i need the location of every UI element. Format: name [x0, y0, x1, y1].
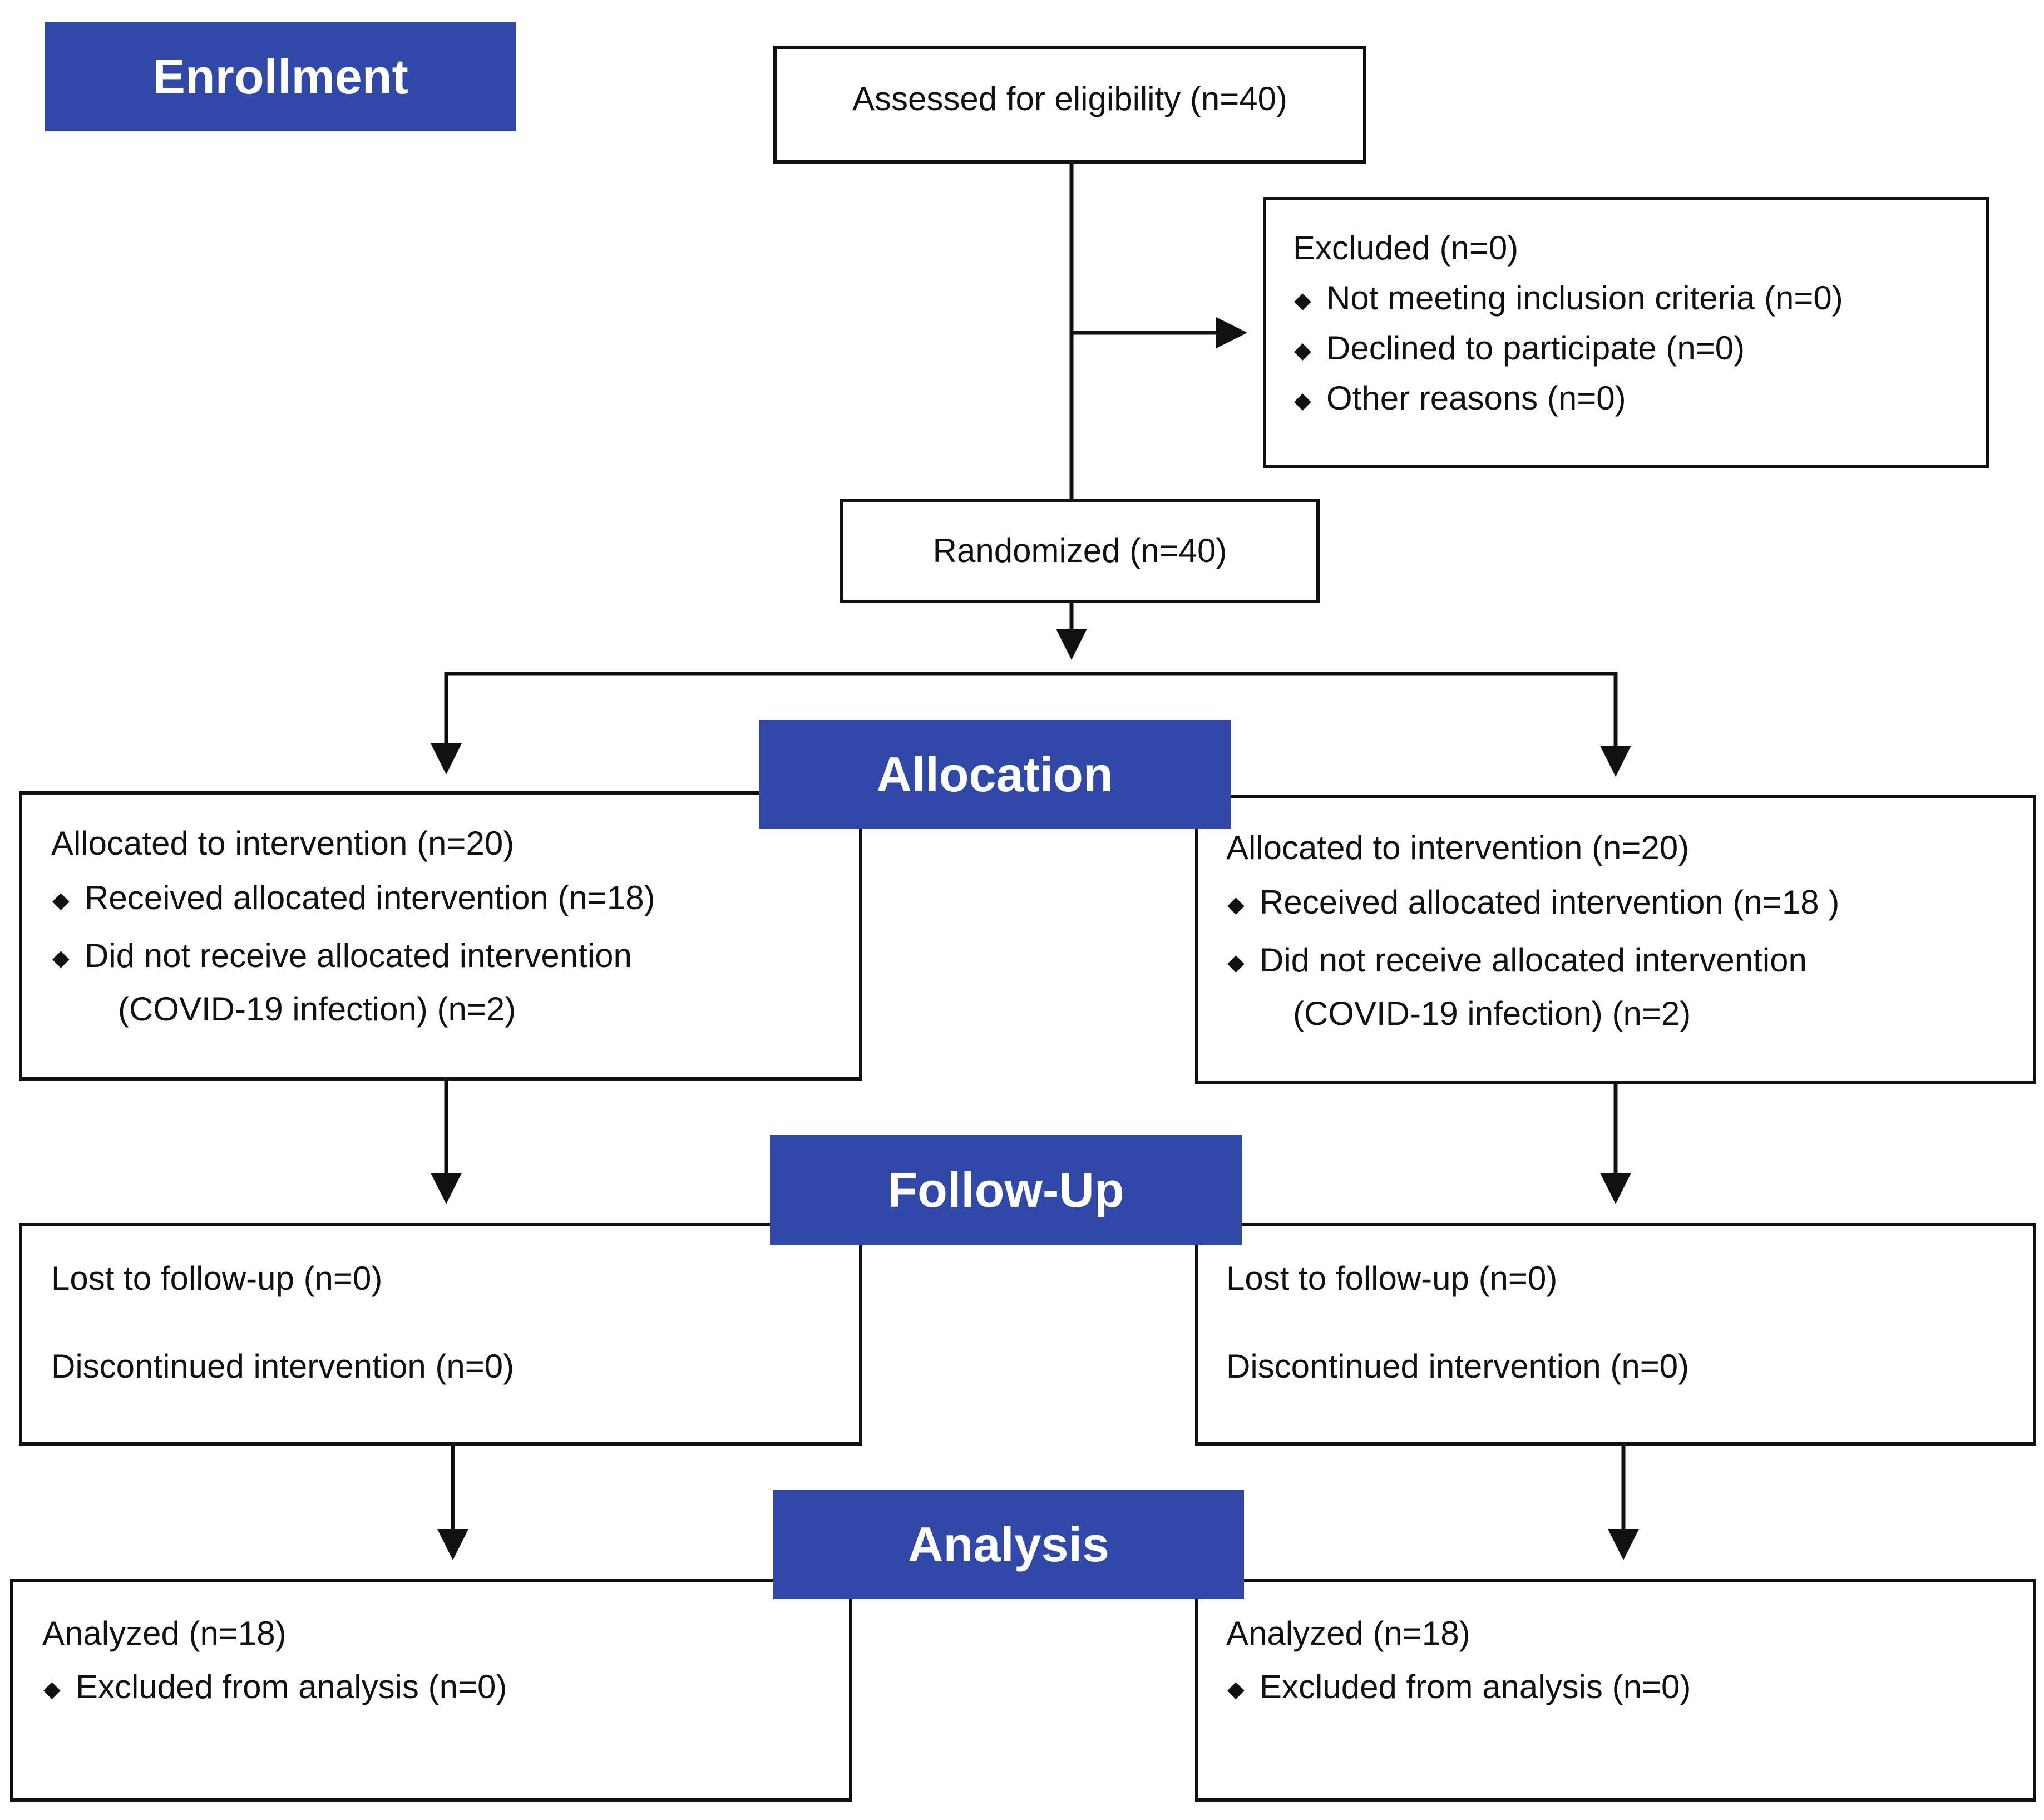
- left-allocation-item: ◆Did not receive allocated intervention: [52, 937, 632, 974]
- randomized-box: Randomized (n=40): [840, 499, 1320, 603]
- stage-follow-up: Follow-Up: [770, 1135, 1242, 1245]
- diamond-bullet-icon: ◆: [1227, 1677, 1245, 1702]
- diamond-bullet-icon: ◆: [1294, 388, 1311, 413]
- stage-allocation: Allocation: [759, 720, 1231, 829]
- right-allocation-item: ◆Did not receive allocated intervention: [1227, 941, 1807, 979]
- left-followup-lost: Lost to follow-up (n=0): [51, 1260, 383, 1297]
- right-followup-box: Lost to follow-up (n=0) Discontinued int…: [1195, 1223, 2036, 1446]
- right-allocation-item-cont: (COVID-19 infection) (n=2): [1293, 995, 1691, 1032]
- left-allocation-item: ◆Received allocated intervention (n=18): [52, 879, 655, 916]
- left-analysis-item: ◆Excluded from analysis (n=0): [43, 1668, 507, 1705]
- excluded-title: Excluded (n=0): [1293, 229, 1519, 267]
- assessed-box: Assessed for eligibility (n=40): [773, 46, 1366, 164]
- excluded-item: ◆Not meeting inclusion criteria (n=0): [1294, 279, 1843, 317]
- diamond-bullet-icon: ◆: [1227, 950, 1245, 975]
- left-followup-box: Lost to follow-up (n=0) Discontinued int…: [19, 1223, 862, 1446]
- left-analysis-box: Analyzed (n=18) ◆Excluded from analysis …: [10, 1579, 852, 1802]
- right-followup-discontinued: Discontinued intervention (n=0): [1226, 1348, 1690, 1385]
- diamond-bullet-icon: ◆: [1294, 338, 1311, 363]
- diamond-bullet-icon: ◆: [1294, 288, 1311, 313]
- assessed-label: Assessed for eligibility (n=40): [852, 80, 1288, 117]
- excluded-item: ◆Declined to participate (n=0): [1294, 329, 1745, 367]
- randomized-label: Randomized (n=40): [932, 532, 1227, 569]
- diamond-bullet-icon: ◆: [1227, 892, 1245, 918]
- left-followup-discontinued: Discontinued intervention (n=0): [51, 1348, 515, 1385]
- right-allocation-item: ◆Received allocated intervention (n=18 ): [1227, 884, 1840, 921]
- diamond-bullet-icon: ◆: [43, 1677, 61, 1702]
- stage-enrollment: Enrollment: [45, 22, 516, 131]
- diamond-bullet-icon: ◆: [52, 946, 70, 971]
- right-allocation-box: Allocated to intervention (n=20) ◆Receiv…: [1195, 795, 2036, 1084]
- left-allocation-item-cont: (COVID-19 infection) (n=2): [118, 990, 516, 1028]
- excluded-item: ◆Other reasons (n=0): [1294, 379, 1626, 417]
- excluded-box: Excluded (n=0) ◆Not meeting inclusion cr…: [1263, 197, 1989, 468]
- right-analysis-item: ◆Excluded from analysis (n=0): [1227, 1668, 1691, 1705]
- left-allocation-box: Allocated to intervention (n=20) ◆Receiv…: [19, 791, 862, 1081]
- left-analysis-title: Analyzed (n=18): [42, 1615, 287, 1652]
- diamond-bullet-icon: ◆: [52, 888, 70, 913]
- stage-analysis: Analysis: [773, 1490, 1244, 1599]
- left-allocation-title: Allocated to intervention (n=20): [51, 825, 515, 862]
- right-analysis-box: Analyzed (n=18) ◆Excluded from analysis …: [1195, 1579, 2036, 1802]
- right-followup-lost: Lost to follow-up (n=0): [1226, 1260, 1558, 1297]
- right-analysis-title: Analyzed (n=18): [1226, 1615, 1470, 1652]
- right-allocation-title: Allocated to intervention (n=20): [1226, 829, 1690, 866]
